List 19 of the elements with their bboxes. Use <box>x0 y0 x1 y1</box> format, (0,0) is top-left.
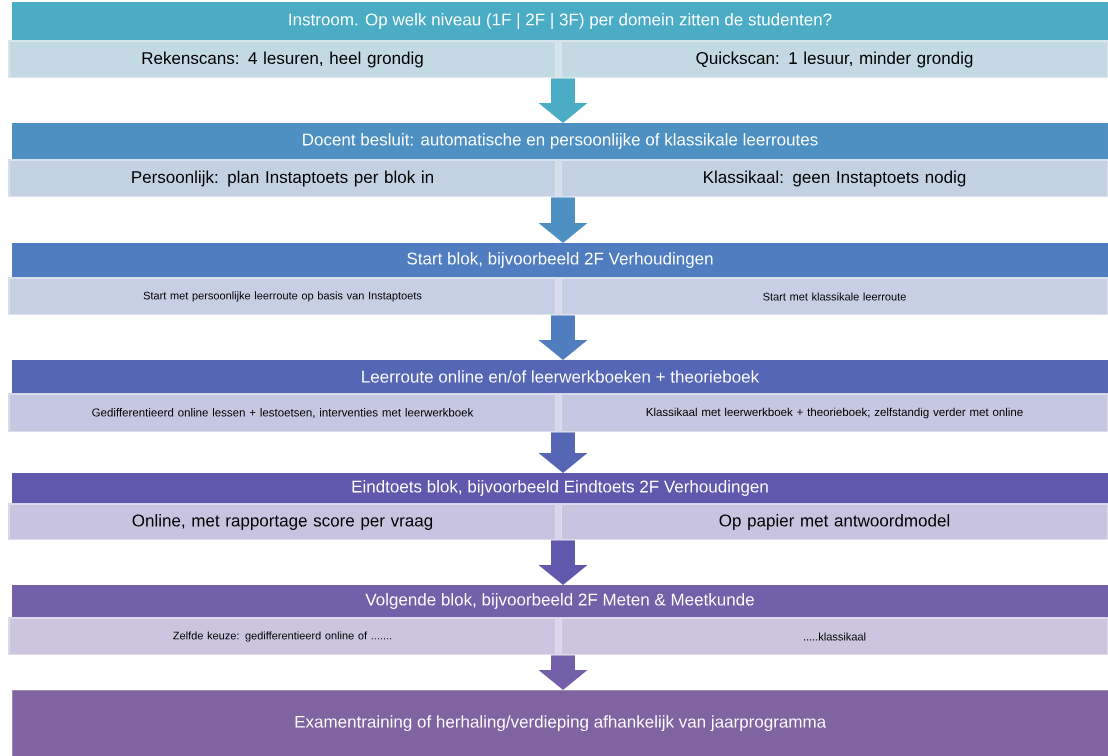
option-box: Gedifferentieerd online lessen + lestoetsen, interventies met leerwerkboek <box>9 394 556 432</box>
option-box: Online, met rapportage score per vraag <box>9 504 556 540</box>
option-box: Op papier met antwoordmodel <box>561 504 1108 540</box>
option-box: Rekenscans: 4 lesuren, heel grondig <box>9 41 556 78</box>
final-box: Examentraining of herhaling/verdieping afhankelijk van jaarprogramma <box>12 690 1108 756</box>
node-label: Instroom. Op welk niveau (1F | 2F | 3F) per domein zitten de studenten? <box>289 13 832 29</box>
option-box: Quickscan: 1 lesuur, minder grondig <box>561 41 1108 78</box>
node-label: Start blok, bijvoorbeeld 2F Verhoudingen <box>407 252 713 268</box>
node-label: Eindtoets blok, bijvoorbeeld Eindtoets 2F Verhoudingen <box>352 480 768 496</box>
option-box: Start met persoonlijke leerroute op basis van Instaptoets <box>9 278 556 315</box>
node-label: Docent besluit: automatische en persoonlijke of klassikale leerroutes <box>303 133 818 149</box>
option-box: Klassikaal met leerwerkboek + theorieboek; zelfstandig verder met online <box>561 394 1108 432</box>
option-box: .....klassikaal <box>561 618 1108 655</box>
node-label: Leerroute online en/of leerwerkboeken + theorieboek <box>362 370 760 383</box>
option-box: Start met klassikale leerroute <box>561 278 1108 315</box>
option-box: Klassikaal: geen Instaptoets nodig <box>561 160 1108 197</box>
option-box: Persoonlijk: plan Instaptoets per blok in <box>9 160 556 197</box>
option-box: Zelfde keuze: gedifferentieerd online of ....... <box>9 618 556 655</box>
node-label: Volgende blok, bijvoorbeeld 2F Meten & Meetkunde <box>365 593 754 609</box>
